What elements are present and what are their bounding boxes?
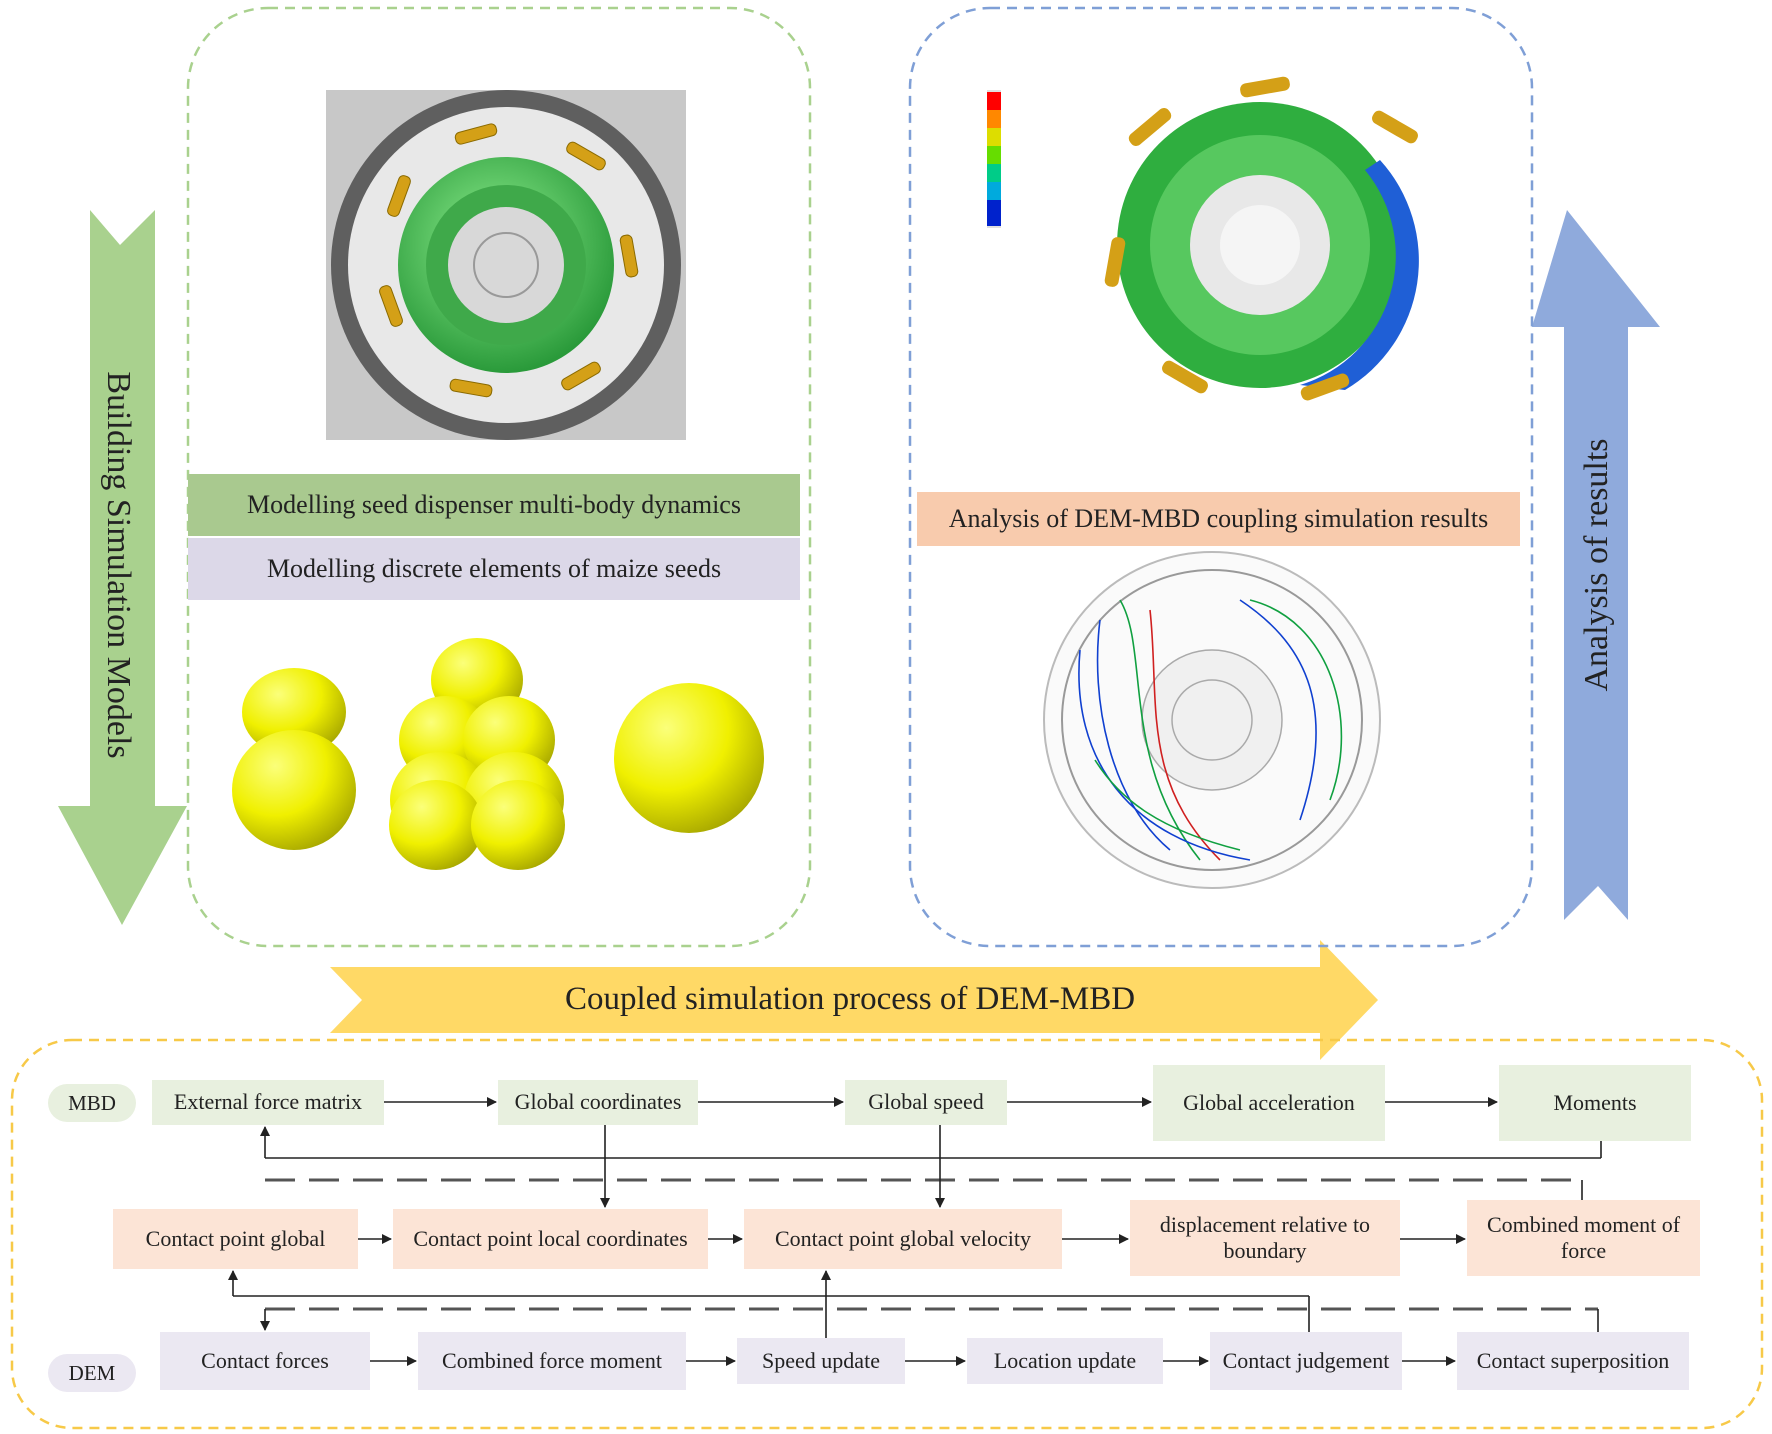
flow-connectors [228,1097,1602,1366]
dem-contact-superposition: Contact superposition [1457,1332,1689,1390]
analysis-results-label: Analysis of results [1578,438,1616,692]
seed-trajectory-image [1043,551,1381,889]
analysis-arrow [1532,210,1660,920]
contact-point-global-velocity: Contact point global velocity [744,1209,1062,1269]
mbd-global-acceleration: Global acceleration [1153,1065,1385,1141]
dem-contact-forces: Contact forces [160,1332,370,1390]
right-panel-border [908,6,1534,948]
dem-tag: DEM [48,1354,136,1392]
contact-point-local-coordinates: Contact point local coordinates [393,1209,708,1269]
mbd-global-coordinates: Global coordinates [498,1080,698,1125]
coupling-simulation-image [987,76,1419,401]
coupling-results-label: Analysis of DEM-MBD coupling simulation … [917,492,1520,546]
displacement-relative-to-boundary: displacement relative to boundary [1130,1200,1400,1276]
dem-location-update: Location update [967,1338,1163,1384]
mbd-global-speed: Global speed [845,1080,1007,1125]
mbd-modelling-label: Modelling seed dispenser multi-body dyna… [188,474,800,536]
building-models-arrow [58,210,187,925]
maize-seed-models-image [232,638,764,870]
dem-speed-update: Speed update [737,1338,905,1384]
combined-moment-of-force: Combined moment of force [1467,1200,1700,1276]
process-arrow-label: Coupled simulation process of DEM-MBD [564,981,1136,1018]
flow-panel-border [10,1038,1764,1430]
building-models-label: Building Simulation Models [99,371,137,759]
mbd-external-force-matrix: External force matrix [152,1080,384,1125]
contact-point-global: Contact point global [113,1209,358,1269]
dem-combined-force-moment: Combined force moment [418,1332,686,1390]
seed-dispenser-model-image [326,90,686,440]
dem-contact-judgement: Contact judgement [1210,1332,1402,1390]
mbd-tag: MBD [48,1084,136,1122]
dem-modelling-label: Modelling discrete elements of maize see… [188,538,800,600]
mbd-moments: Moments [1499,1065,1691,1141]
process-arrow [330,940,1378,1060]
